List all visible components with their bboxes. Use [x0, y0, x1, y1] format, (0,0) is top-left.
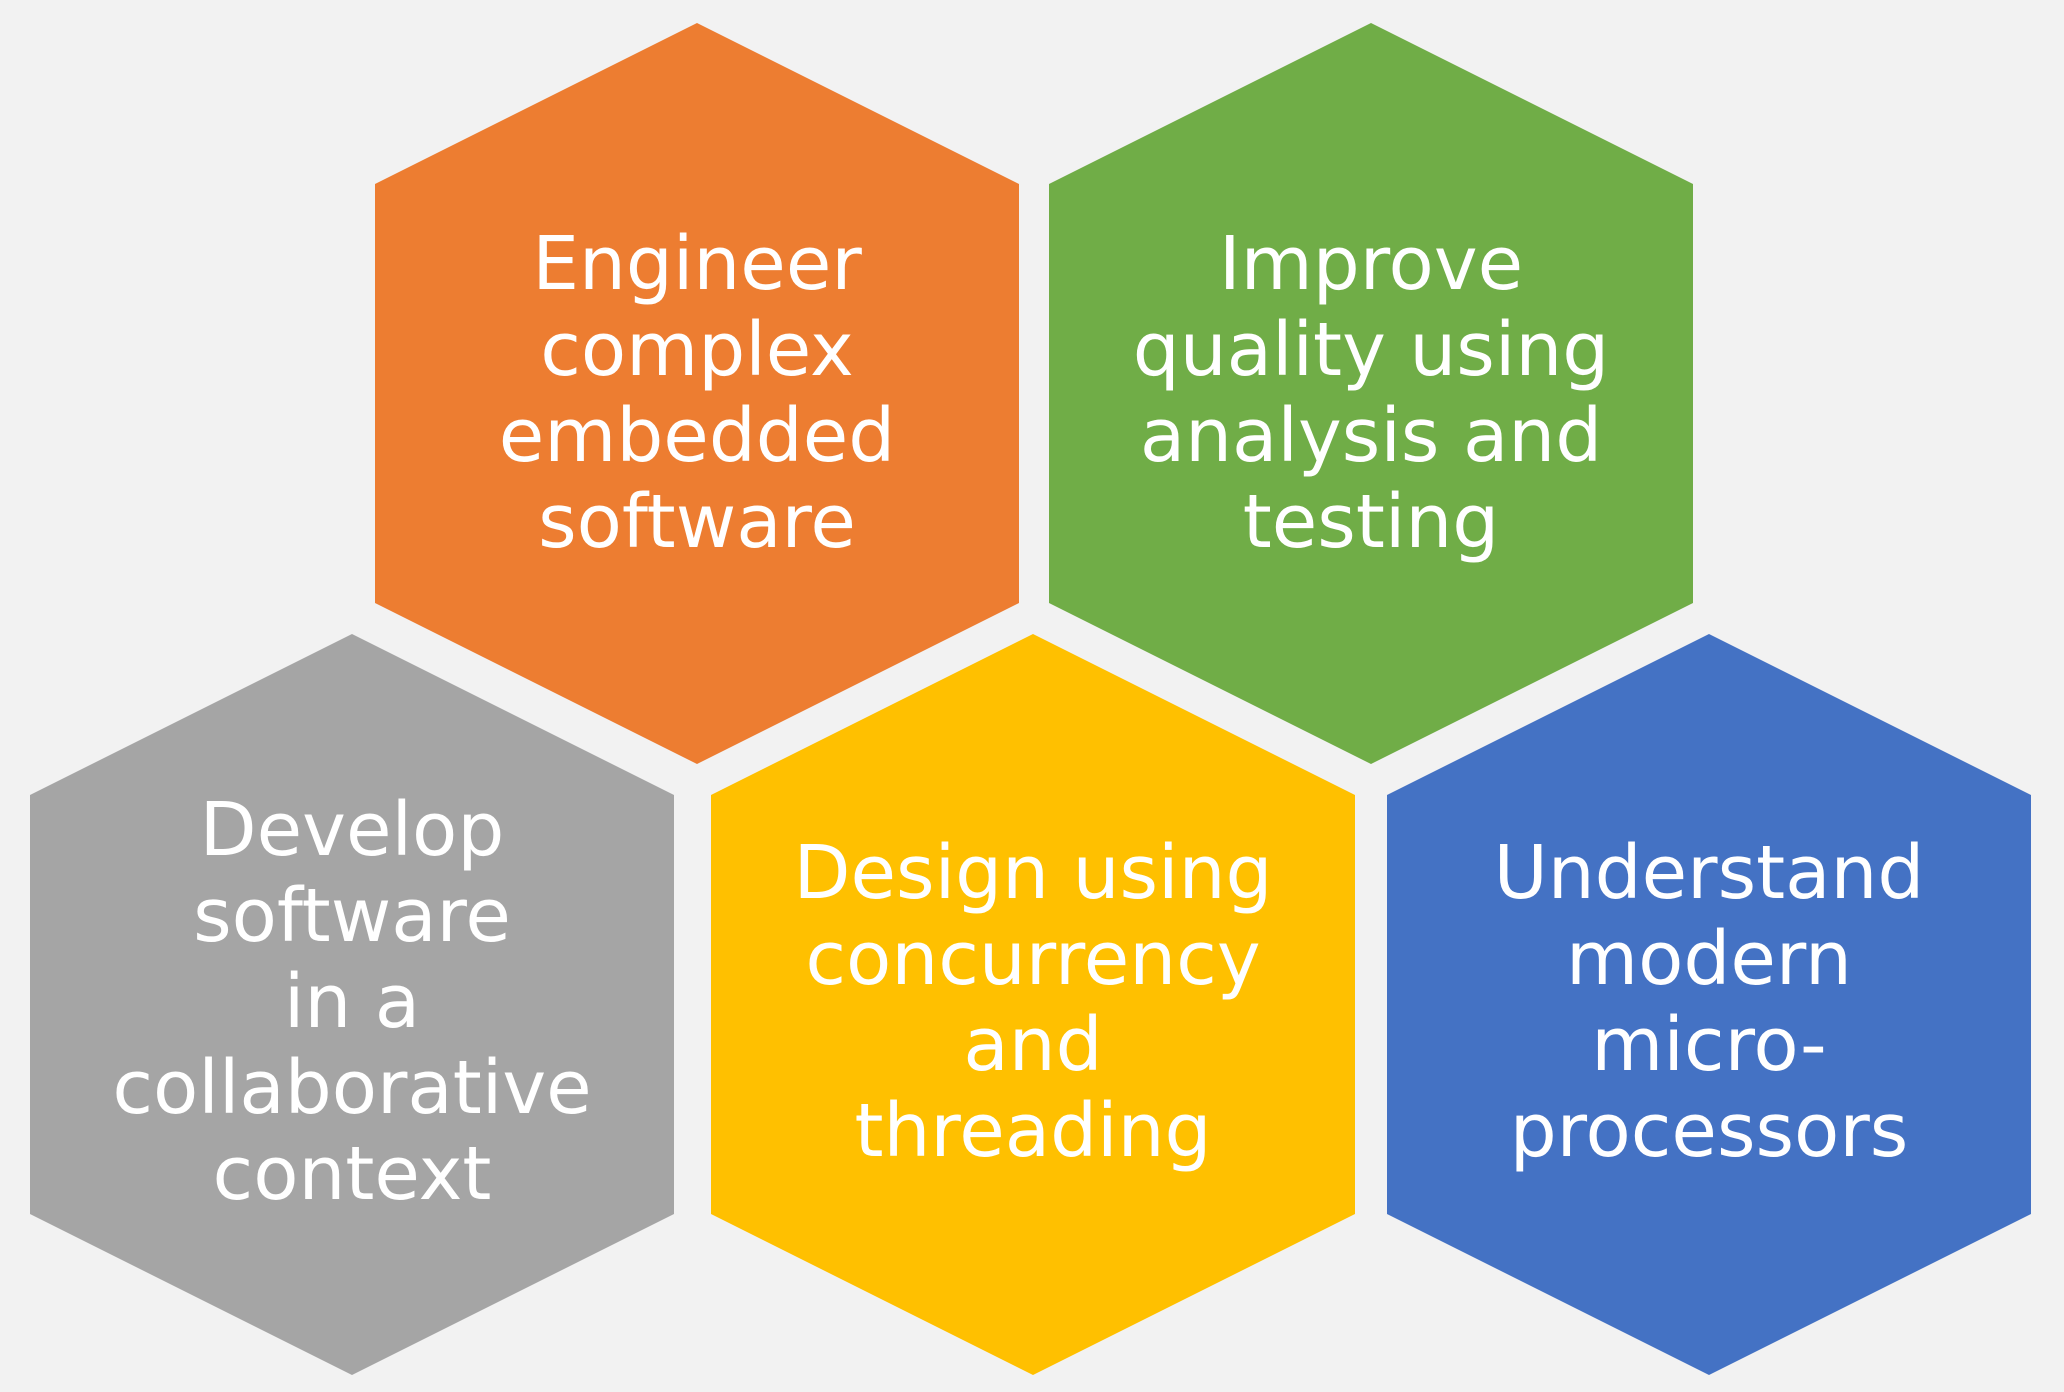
hexagon-design [711, 634, 1355, 1375]
hexagon-develop [30, 634, 674, 1375]
hexagon-label-improve: Improve quality using analysis and testi… [1132, 221, 1610, 565]
hexagon-label-understand: Understand modern micro- processors [1493, 830, 1925, 1174]
hexagon-engineer [375, 23, 1019, 764]
hexagon-label-develop: Develop software in a collaborative cont… [112, 787, 592, 1217]
hexagon-label-engineer: Engineer complex embedded software [498, 221, 896, 565]
hexagon-understand [1387, 634, 2031, 1375]
hexagon-label-design: Design using concurrency and threading [793, 830, 1273, 1174]
hexagon-improve [1049, 23, 1693, 764]
